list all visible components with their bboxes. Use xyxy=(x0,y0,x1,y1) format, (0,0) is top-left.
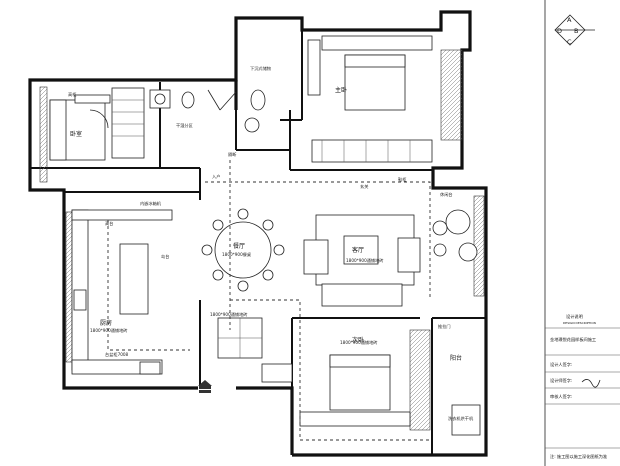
room-label-dining: 餐厅 xyxy=(233,242,245,250)
label-partition: 隔断 xyxy=(228,151,237,158)
label-washer-dryer: 洗衣机烘干机 xyxy=(448,415,474,422)
label-sink-cabinet: 台盆柜7008 xyxy=(105,351,129,358)
label-sliding-door: 推拉门 xyxy=(438,323,451,330)
project-name: 金地璟悦花园样板间施工 xyxy=(550,336,596,343)
label-entrance: 入户 xyxy=(212,173,220,180)
interior-walls xyxy=(31,30,486,455)
label-fridge-hole: 内嵌冰箱机 xyxy=(140,200,162,207)
compass-letter-a: A xyxy=(567,16,572,24)
bottom-balcony: 阳台 洗衣机烘干机 xyxy=(448,354,481,436)
compass-letter-d: D xyxy=(557,27,562,35)
label-tile-pave-c: 1800*900通铺地砖 xyxy=(346,257,384,264)
title-block: 设计说明 DESIGN DESCRIPTION 金地璟悦花园样板间施工 设计人签… xyxy=(544,0,620,466)
checker-signature: 设计师签字: xyxy=(550,377,572,384)
label-shoe-area: 鞋柜 xyxy=(398,176,406,183)
room-label-balcony: 阳台 xyxy=(450,354,462,362)
living-room: 客厅 玄关 1800*900通铺地砖 xyxy=(303,183,421,307)
label-vestibule: 玄关 xyxy=(360,183,368,190)
room-label-kitchen: 厨房 xyxy=(100,319,112,327)
master-bedroom: 主卧 xyxy=(307,35,433,163)
bathroom: 干湿分区 下沉式储物 xyxy=(149,65,271,133)
approver-signature: 审核人签字: xyxy=(550,393,572,400)
compass-letter-b: B xyxy=(574,27,578,35)
label-island: 岛台 xyxy=(161,253,169,260)
entrance: 入户 隔断 鞋柜 xyxy=(198,151,406,393)
compass-letter-c: C xyxy=(567,38,572,46)
label-balcony-desk: 休闲台 xyxy=(440,191,453,198)
design-note-subtitle: DESIGN DESCRIPTION xyxy=(563,321,596,325)
designer-signature: 设计人签字: xyxy=(550,361,572,368)
compass: A B C D xyxy=(554,14,595,46)
label-tile-pave-a: 1800*900通铺地砖 xyxy=(90,327,128,334)
label-tile-pave-d: 1800*900通铺地砖 xyxy=(340,339,378,346)
label-lower-storage: 下沉式储物 xyxy=(250,65,271,72)
room-label-living: 客厅 xyxy=(352,246,364,254)
label-bathroom: 干湿分区 xyxy=(176,122,193,129)
left-bedroom: 卧室 高柜 xyxy=(49,87,145,161)
kitchen: 厨房 岛台 高台 台盆柜7008 1800*900通铺地砖 内嵌冰箱机 xyxy=(71,200,173,375)
label-dining-table: 1800*900餐桌 xyxy=(222,251,252,258)
circulation-paths xyxy=(107,160,431,441)
room-label-bedroom-left: 卧室 xyxy=(70,130,82,138)
dining: 餐厅 1800*900餐桌 1800*900通铺地砖 xyxy=(201,208,285,359)
signature-scribble xyxy=(581,379,601,388)
windows xyxy=(39,49,485,431)
label-counter-top: 高台 xyxy=(105,220,113,227)
balcony-right: 休闲台 推拉门 xyxy=(432,191,478,330)
label-high-cabinet: 高柜 xyxy=(68,91,76,98)
room-label-second-bedroom: 次卧 xyxy=(352,336,364,344)
design-note-title: 设计说明 xyxy=(566,313,583,320)
second-bedroom: 次卧 1800*900通铺地砖 xyxy=(261,336,411,427)
label-tile-pave-b: 1800*900通铺地砖 xyxy=(210,311,248,318)
room-label-master-bedroom: 主卧 xyxy=(335,86,347,94)
drawing-note: 注: 施工图以施工深化图纸为准 xyxy=(550,453,607,460)
